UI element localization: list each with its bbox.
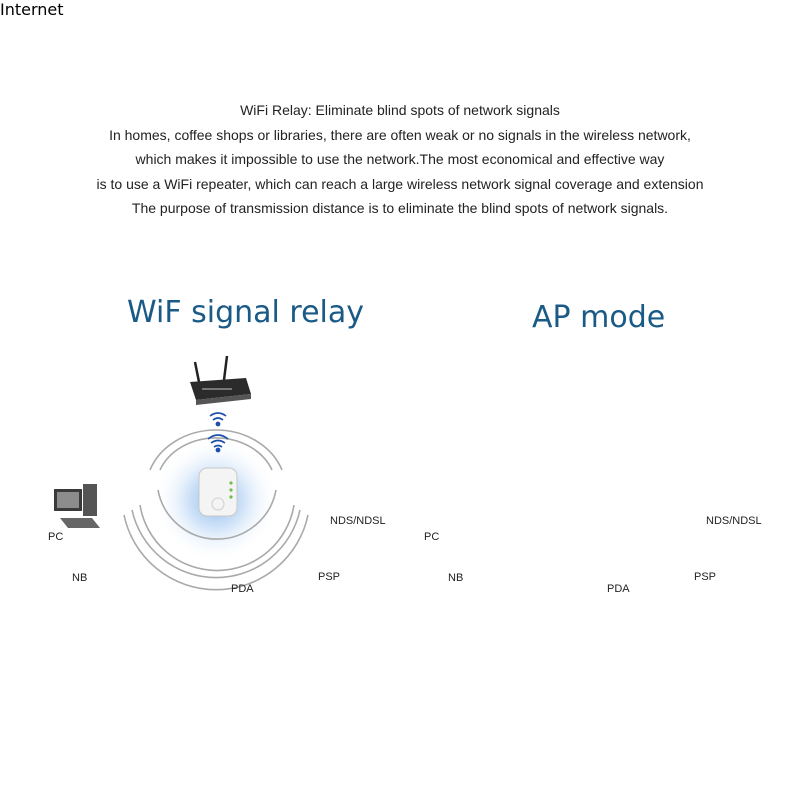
psp-label-right: PSP [694, 571, 717, 583]
nds-label-right: NDS/NDSL [706, 515, 762, 527]
pc-label-right: PC [424, 531, 440, 543]
pda-label-right: PDA [607, 583, 630, 595]
relay-mode-title: WiF signal relay [127, 295, 365, 330]
psp-label: PSP [318, 571, 341, 583]
intro-text: WiFi Relay: Eliminate blind spots of net… [0, 98, 800, 221]
intro-line-2: In homes, coffee shops or libraries, the… [109, 126, 691, 143]
intro-line-1: WiFi Relay: Eliminate blind spots of net… [240, 102, 560, 118]
pc-icon [54, 484, 100, 528]
nds-label: NDS/NDSL [330, 515, 386, 527]
wifi-signal-icon [207, 412, 229, 453]
nb-label: NB [72, 572, 88, 584]
router-icon [190, 355, 251, 405]
internet-label: Internet [0, 0, 64, 19]
nb-label-right: NB [448, 572, 464, 584]
ap-mode-title: AP mode [532, 300, 666, 335]
repeater-icon [198, 467, 238, 517]
pda-label: PDA [231, 583, 254, 595]
ethernet-cable: Internet PC NB PDA PSP NDS/NDSL PC NB PD… [0, 0, 762, 595]
panel-divider: Internet PC NB PDA PSP NDS/NDSL PC NB PD… [0, 0, 762, 595]
pc-label: PC [48, 531, 64, 543]
intro-line-3: which makes it impossible to use the net… [135, 151, 665, 167]
intro-line-5: The purpose of transmission distance is … [131, 200, 669, 216]
intro-line-4: is to use a WiFi repeater, which can rea… [96, 175, 704, 192]
